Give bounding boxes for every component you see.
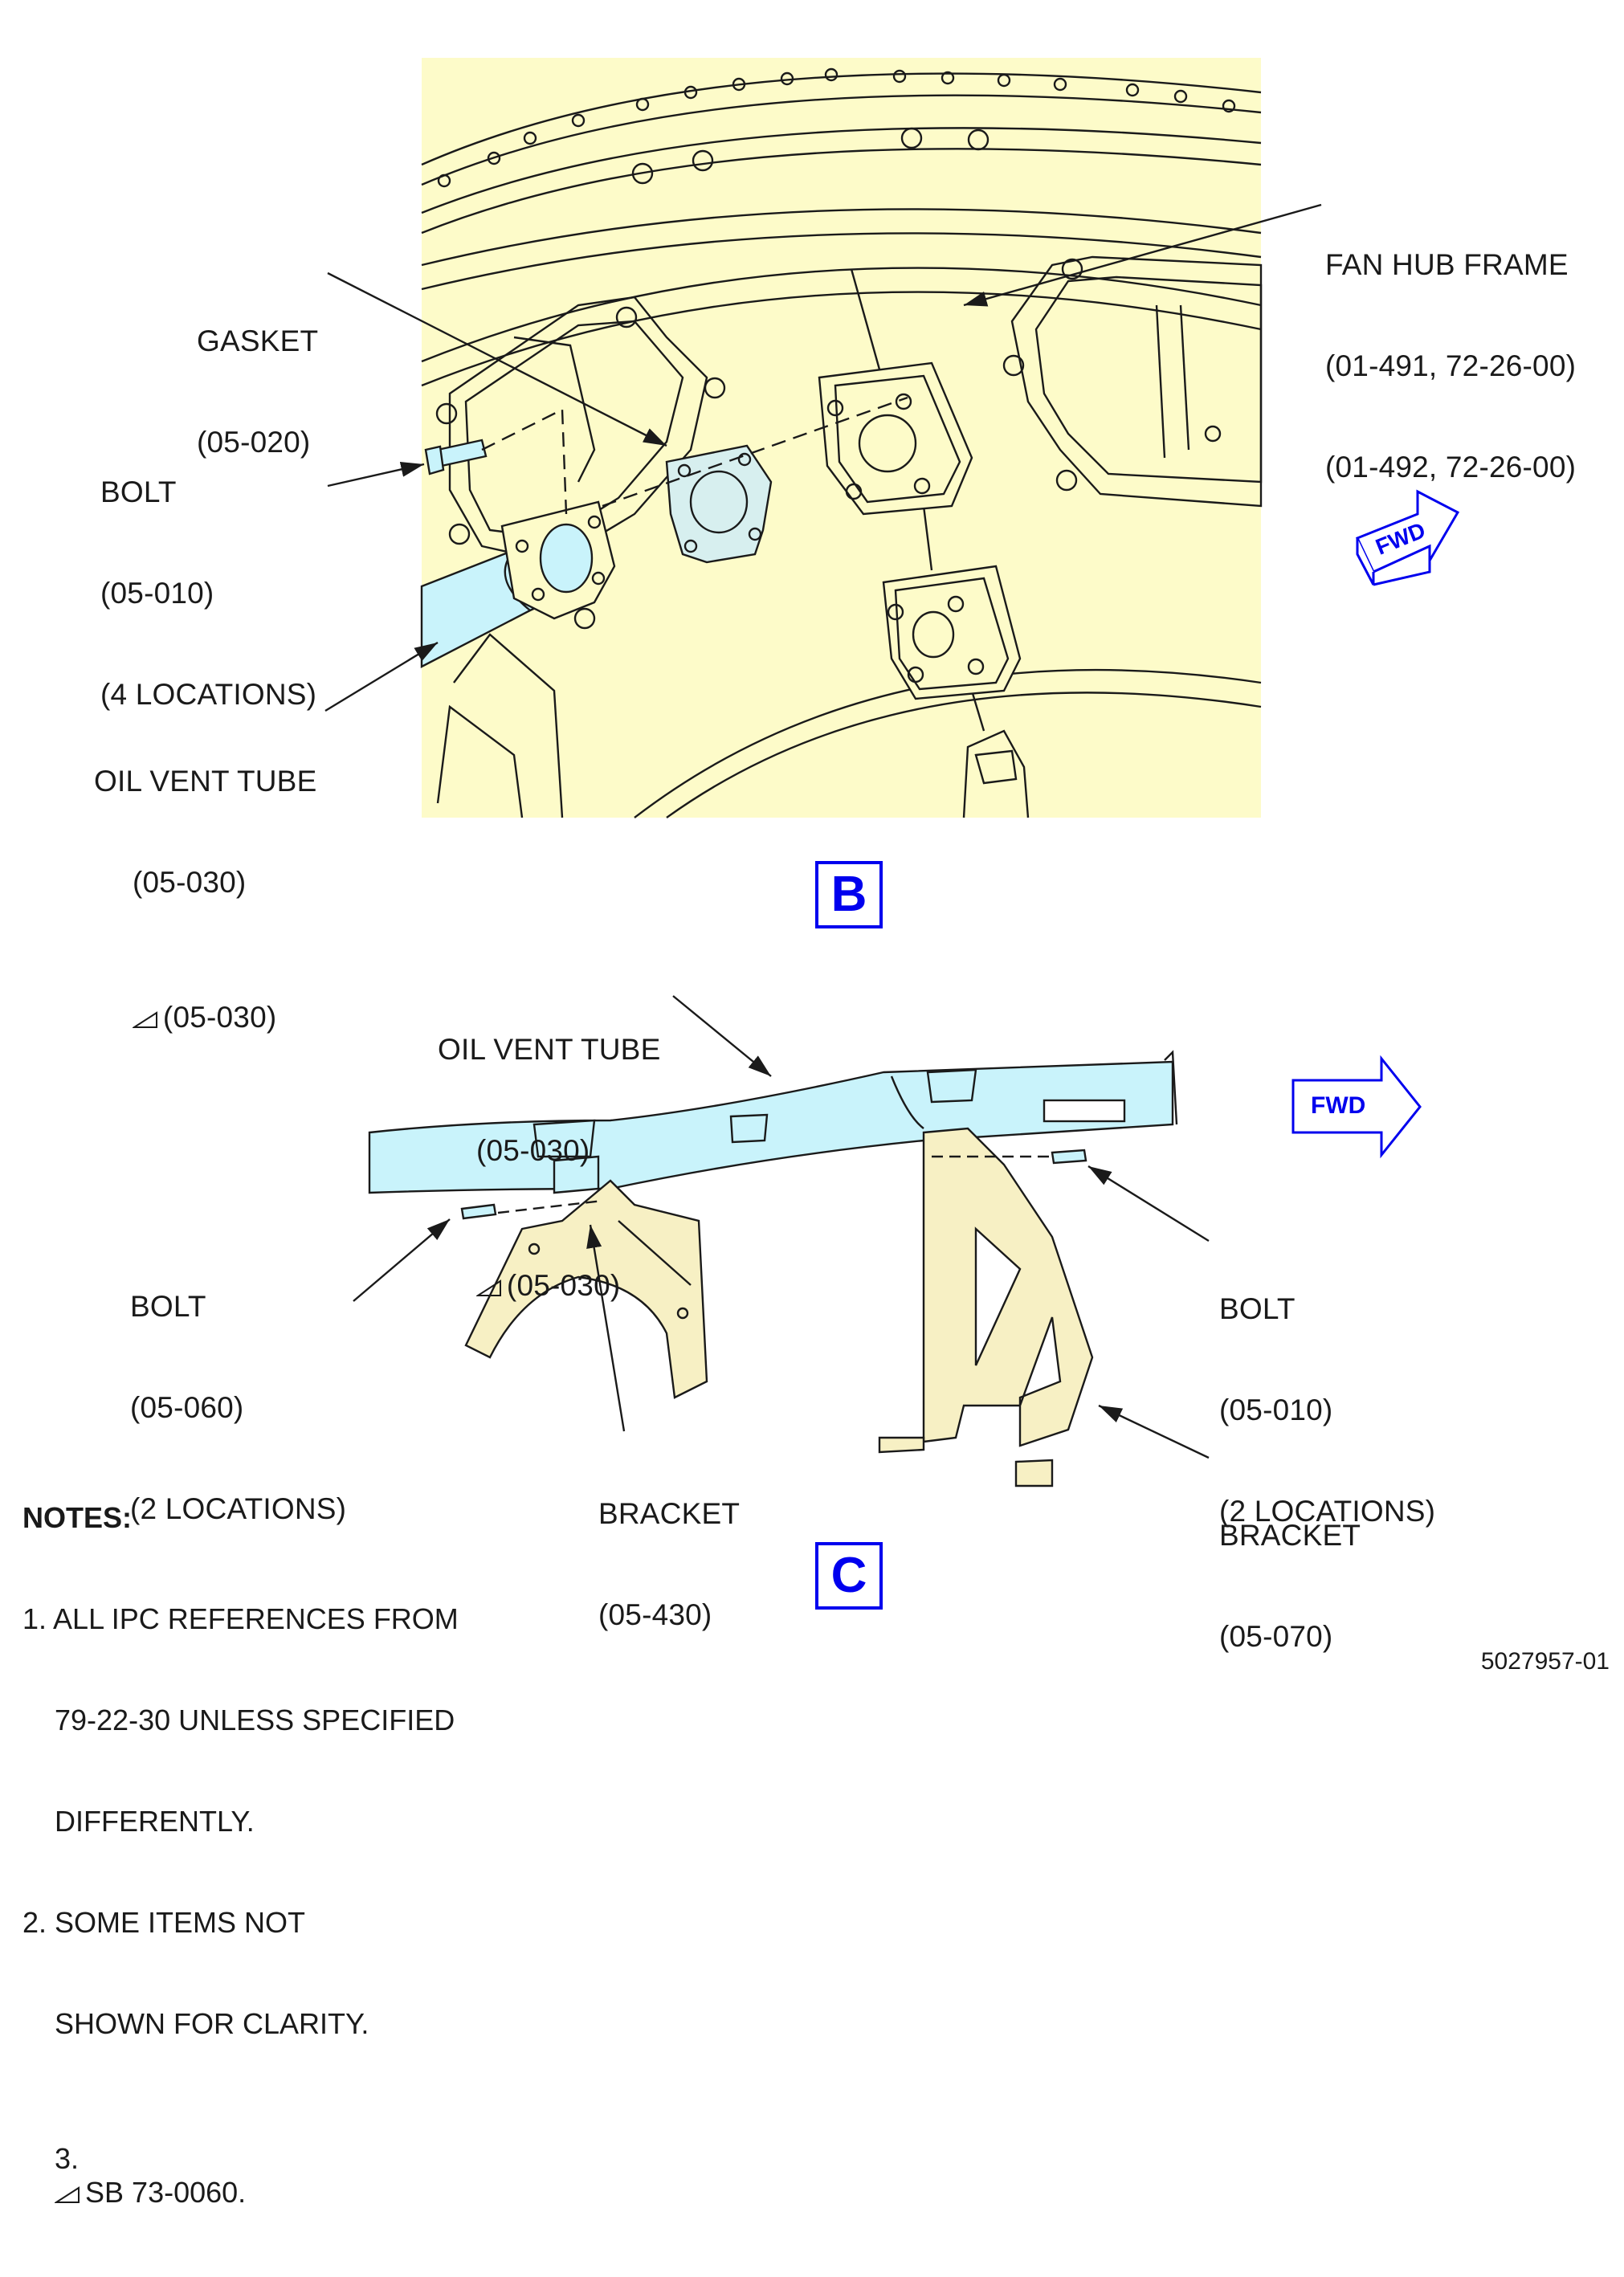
view-b-illustration bbox=[420, 58, 1263, 818]
note-line: SHOWN FOR CLARITY. bbox=[22, 2007, 369, 2040]
callout-bolt-b: BOLT (05-010) (4 LOCATIONS) bbox=[100, 475, 317, 711]
view-b-leaders bbox=[324, 203, 1322, 712]
note-line: 1. ALL IPC REFERENCES FROM bbox=[22, 1602, 459, 1635]
note-line: 79-22-30 UNLESS SPECIFIED bbox=[22, 1704, 455, 1736]
callout-fan-hub-frame: FAN HUB FRAME (01-491, 72-26-00) (01-492… bbox=[1325, 248, 1577, 484]
callout-bracket-430: BRACKET (05-430) bbox=[598, 1497, 741, 1631]
fwd-label-c: FWD bbox=[1311, 1092, 1366, 1119]
view-c-leaders bbox=[353, 995, 1210, 1459]
rim-bolt-holes bbox=[437, 67, 1236, 188]
bolts-c bbox=[460, 1149, 1087, 1220]
view-label-b: B bbox=[815, 861, 883, 928]
notes-heading: NOTES: bbox=[22, 1501, 133, 1534]
callout-bolt-060: BOLT (05-060) (2 LOCATIONS) bbox=[130, 1290, 347, 1525]
callout-bolt-010-c: BOLT (05-010) (2 LOCATIONS) bbox=[1219, 1292, 1436, 1528]
note-line: 2. SOME ITEMS NOT bbox=[22, 1906, 306, 1939]
notes-block: NOTES: 1. ALL IPC REFERENCES FROM 79-22-… bbox=[22, 1434, 459, 2277]
sb-triangle-icon bbox=[55, 2186, 80, 2203]
sb-triangle-icon bbox=[475, 1279, 501, 1296]
note-line: DIFFERENTLY. bbox=[22, 1805, 255, 1838]
drawing-number: 5027957-01 bbox=[1480, 1648, 1610, 1675]
view-c-illustration bbox=[368, 1050, 1178, 1487]
fwd-arrow-c bbox=[1291, 1055, 1422, 1159]
illustration-canvas bbox=[324, 58, 1460, 1487]
note-line: 3. SB 73-0060. bbox=[55, 2142, 247, 2209]
bolt-b bbox=[424, 439, 488, 475]
callout-bracket-070: BRACKET (05-070) bbox=[1219, 1519, 1361, 1653]
callout-gasket-b: GASKET (05-020) bbox=[197, 324, 319, 459]
callout-oil-vent-tube-c: OIL VENT TUBE (05-030) (05-030) bbox=[438, 1033, 661, 1302]
fwd-arrow-b bbox=[1355, 489, 1460, 586]
sb-triangle-icon bbox=[132, 1011, 157, 1028]
view-label-c: C bbox=[815, 1542, 883, 1610]
callout-oil-vent-tube-b: OIL VENT TUBE (05-030) (05-030) bbox=[94, 765, 317, 1034]
